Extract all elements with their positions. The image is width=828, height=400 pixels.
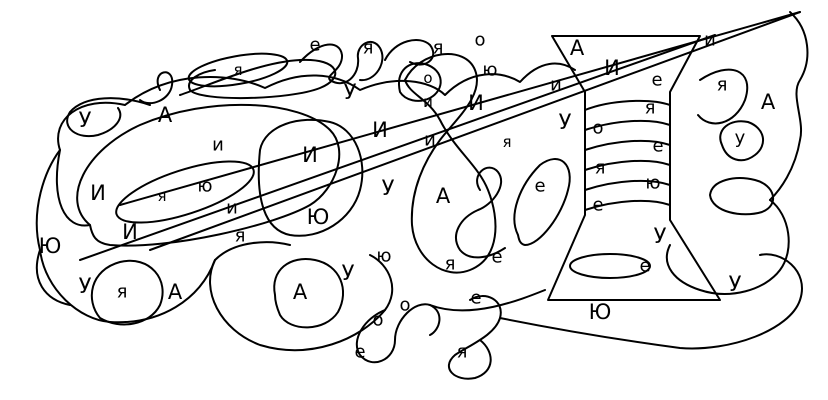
letter: А bbox=[761, 90, 776, 114]
letter: ю bbox=[645, 173, 660, 194]
lower-big-loop bbox=[209, 254, 394, 352]
letter: е bbox=[651, 70, 662, 91]
big-circle-i-yu bbox=[257, 118, 364, 237]
letter: Ю bbox=[39, 234, 62, 258]
lower-circle-a bbox=[273, 258, 344, 329]
long-line-3 bbox=[79, 34, 716, 261]
outer-loop-curve bbox=[35, 62, 576, 324]
letter: е bbox=[534, 176, 545, 197]
letter: И bbox=[468, 91, 484, 115]
letter: А bbox=[168, 280, 183, 304]
letter: е bbox=[309, 35, 320, 56]
letter: я bbox=[717, 75, 728, 96]
letter: я bbox=[117, 282, 128, 303]
letter: я bbox=[595, 158, 606, 179]
letter: я bbox=[502, 133, 511, 151]
letter: е bbox=[639, 256, 650, 277]
letter: И bbox=[302, 143, 318, 167]
letter: ю bbox=[376, 246, 391, 267]
letter: У bbox=[79, 108, 92, 132]
letter: И bbox=[604, 56, 620, 80]
letter: о bbox=[474, 30, 485, 51]
puzzle-lines bbox=[35, 11, 809, 380]
spool-ellipse-e bbox=[569, 253, 651, 279]
letter: ю bbox=[197, 176, 212, 197]
letter: Ю bbox=[307, 205, 330, 229]
middle-oval-e bbox=[513, 158, 571, 246]
letter: е bbox=[592, 195, 603, 216]
letter: я bbox=[233, 61, 242, 79]
letter: о bbox=[372, 310, 383, 331]
letter: И bbox=[372, 118, 388, 142]
right-side-curve bbox=[697, 11, 809, 201]
letter: А bbox=[293, 280, 308, 304]
letter: я bbox=[235, 226, 246, 247]
letter: У bbox=[559, 110, 572, 134]
letter: о bbox=[592, 118, 603, 139]
spool-shape bbox=[547, 35, 721, 301]
right-circle-e bbox=[719, 120, 764, 162]
right-loop-yu bbox=[709, 177, 774, 216]
letter: У bbox=[344, 80, 357, 104]
letter: А bbox=[158, 103, 173, 127]
letter: о bbox=[423, 69, 432, 87]
letter: и bbox=[212, 135, 224, 156]
lower-left-loop bbox=[90, 259, 164, 326]
letter: о bbox=[399, 295, 410, 316]
letter: я bbox=[457, 342, 468, 363]
letter: е bbox=[652, 136, 663, 157]
letter: У bbox=[382, 176, 395, 200]
letter: и bbox=[423, 93, 433, 111]
spool-threads bbox=[584, 99, 671, 211]
letter: я bbox=[363, 38, 374, 59]
left-tail-curve bbox=[35, 149, 91, 306]
letter: У bbox=[342, 261, 355, 285]
letter: и bbox=[424, 130, 436, 151]
letter: Ю bbox=[589, 300, 612, 324]
puzzle-letters: У А я е я я о У о ю и И и А И е я А И И … bbox=[39, 30, 776, 363]
s-curve bbox=[455, 166, 506, 259]
upper-middle-loop bbox=[398, 62, 442, 102]
letter: е bbox=[470, 288, 481, 309]
letter: е bbox=[491, 247, 502, 268]
letter: У bbox=[654, 224, 667, 248]
letter: я bbox=[645, 98, 656, 119]
letter: у bbox=[735, 128, 746, 149]
letter: И bbox=[122, 220, 138, 244]
small-ellipse-ya-yu bbox=[115, 160, 255, 224]
letter: А bbox=[570, 36, 585, 60]
letter: А bbox=[436, 184, 451, 208]
letter: ю bbox=[482, 60, 497, 81]
letter: и bbox=[704, 30, 716, 51]
letter: и bbox=[226, 198, 238, 219]
left-small-loop bbox=[66, 97, 151, 138]
letter: У bbox=[79, 274, 92, 298]
letter: И bbox=[90, 181, 106, 205]
letter: я bbox=[157, 187, 166, 205]
top-ribbon-curve bbox=[139, 58, 337, 105]
top-ellipse-ya bbox=[187, 52, 289, 88]
letter: е bbox=[354, 342, 365, 363]
middle-figure-eight bbox=[404, 53, 497, 274]
letter: я bbox=[433, 38, 444, 59]
letter: У bbox=[729, 272, 742, 296]
right-arc-u bbox=[665, 199, 790, 295]
letter: и bbox=[550, 75, 562, 96]
letter: я bbox=[445, 254, 456, 275]
lower-right-sweep bbox=[429, 253, 803, 350]
